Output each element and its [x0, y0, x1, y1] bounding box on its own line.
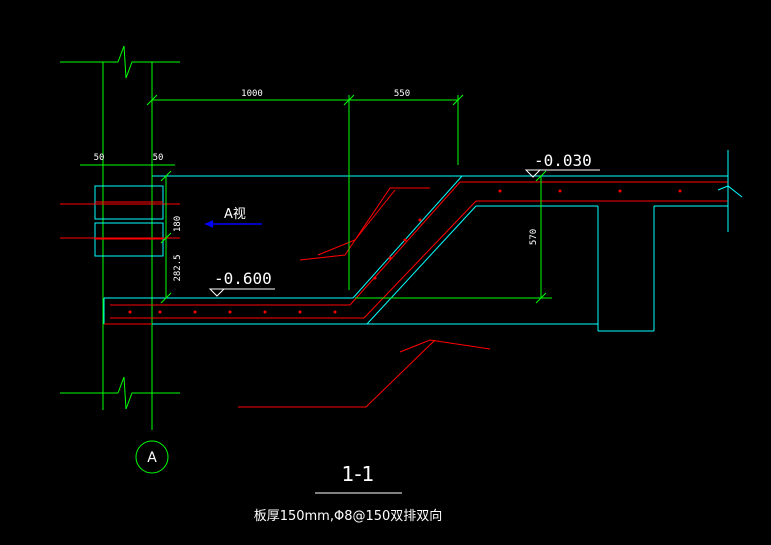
slab-outline: [103, 175, 728, 332]
dim-v-180: 180: [173, 216, 183, 232]
dim-top-left: 1000: [241, 89, 263, 99]
dim-left-50a: 50: [94, 153, 105, 163]
view-label: A视: [224, 207, 246, 222]
section-title: 1-1: [342, 462, 375, 486]
dimension-lines: [80, 94, 600, 304]
axis-label: A: [147, 450, 157, 466]
axis-bubble-a: A: [135, 440, 169, 474]
dim-top-right: 550: [394, 89, 410, 99]
section-note: 板厚150mm,Φ8@150双排双向: [254, 508, 443, 524]
level-markers: [208, 169, 542, 297]
dim-v-570: 570: [529, 229, 539, 245]
rebar: [110, 181, 728, 408]
anchor-plates: [60, 185, 180, 257]
dim-left-50b: 50: [153, 153, 164, 163]
view-arrow: [205, 220, 262, 228]
dim-v-282: 282.5: [173, 254, 183, 281]
level-high: -0.030: [534, 151, 592, 170]
level-low: -0.600: [214, 269, 272, 288]
right-break-line: [717, 150, 743, 232]
rebar-dots: [128, 189, 682, 314]
